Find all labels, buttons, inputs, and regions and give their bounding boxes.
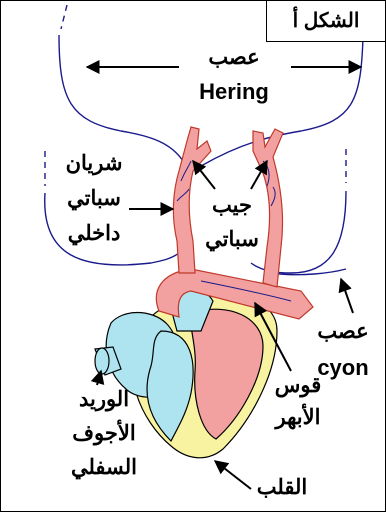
- heart-label: القلب: [237, 475, 327, 501]
- cyon-nerve: [271, 269, 346, 275]
- cyon-nerve-label-ar: عصب: [301, 319, 385, 345]
- carotid-sinus-label-2: سباتي: [187, 227, 277, 253]
- vena-cava-label-1: الوريد: [49, 387, 159, 413]
- internal-carotid-label-2: سباتي: [49, 186, 139, 212]
- hering-nerve-label-ar: عصب: [189, 45, 279, 71]
- aortic-arch-label-1: قوس: [253, 373, 343, 399]
- aortic-arch-label-2: الأبهر: [253, 405, 343, 431]
- vena-cava-label-2: الأجوف: [49, 421, 159, 447]
- internal-carotid-label-3: داخلي: [49, 221, 139, 247]
- figure-title: الشكل أ: [266, 1, 385, 42]
- arrow-cyon: [341, 279, 353, 313]
- hering-nerve-left: [61, 5, 67, 29]
- hering-nerve-label-en: Hering: [177, 81, 291, 103]
- internal-carotid-label-1: شريان: [49, 151, 139, 177]
- arrow-sinus-left: [193, 161, 215, 189]
- vena-cava-label-3: السفلي: [49, 455, 159, 481]
- carotid-sinus-label-1: جيب: [187, 193, 277, 219]
